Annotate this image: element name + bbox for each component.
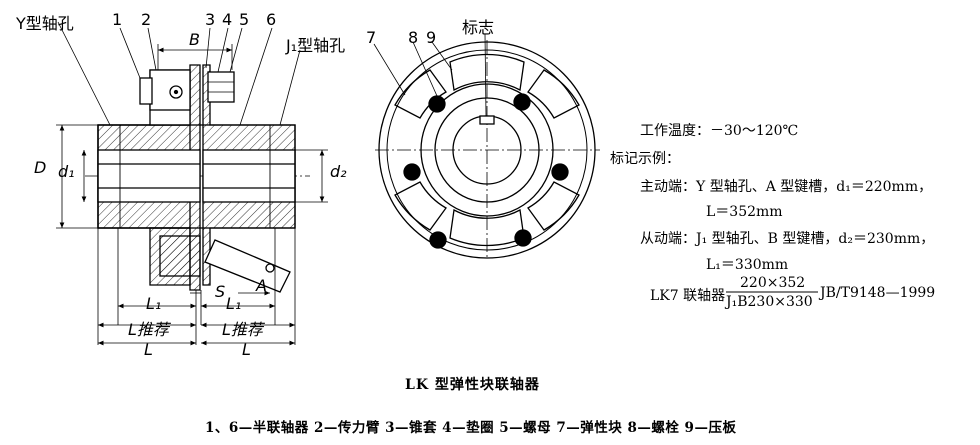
label-dim-Lrec-right: L推荐 [222,320,263,339]
designation-standard: JB/T9148—1999 [820,285,936,301]
note-drive-end: 主动端：Y 型轴孔、A 型键槽，d₁＝220mm， [640,179,933,195]
note-example-title: 标记示例： [610,151,680,167]
label-y-hole: Y型轴孔 [16,14,74,33]
label-part-7: 7 [366,28,377,47]
label-mark: 标志 [462,18,495,37]
elastic-blocks [394,53,580,247]
label-part-4: 4 [222,10,233,29]
label-dim-d2: d₂ [330,162,347,181]
label-dim-L-left: L [144,340,153,359]
note-drive-length: L＝352mm [706,204,783,220]
label-part-3: 3 [205,10,216,29]
parts-legend: 1、6—半联轴器 2—传力臂 3—锥套 4—垫圈 5—螺母 7—弹性块 8—螺栓… [205,420,737,436]
label-dim-L-right: L [242,340,251,359]
note-temperature: 工作温度：－30～120℃ [640,123,799,139]
note-driven-end: 从动端：J₁ 型轴孔、B 型键槽，d₂＝230mm， [640,231,935,247]
label-j1-hole: J₁型轴孔 [286,36,346,55]
label-dim-S: S [215,282,226,301]
designation-numerator: 220×352 [740,275,806,291]
label-part-2: 2 [141,10,152,29]
end-view [373,33,600,260]
figure-caption: LK 型弹性块联轴器 [405,377,540,393]
side-section-view [57,21,310,293]
label-dim-L1-right: L₁ [226,294,242,313]
note-driven-length: L₁＝330mm [706,257,789,273]
label-dim-d1: d₁ [58,162,75,181]
label-part-1: 1 [112,10,123,29]
label-part-8: 8 [408,28,419,47]
label-dim-B: B [189,30,200,49]
designation-denominator: J₁B230×330 [726,294,813,310]
label-part-9: 9 [426,28,437,47]
bolts [403,93,569,249]
label-dim-L1-left: L₁ [146,294,162,313]
label-dim-D: D [34,158,47,177]
dimension-lines [56,44,328,346]
label-dim-A: A [256,276,267,295]
designation-prefix: LK7 联轴器 [650,288,726,304]
label-part-5: 5 [239,10,250,29]
label-part-6: 6 [266,10,277,29]
label-dim-Lrec-left: L推荐 [128,320,169,339]
